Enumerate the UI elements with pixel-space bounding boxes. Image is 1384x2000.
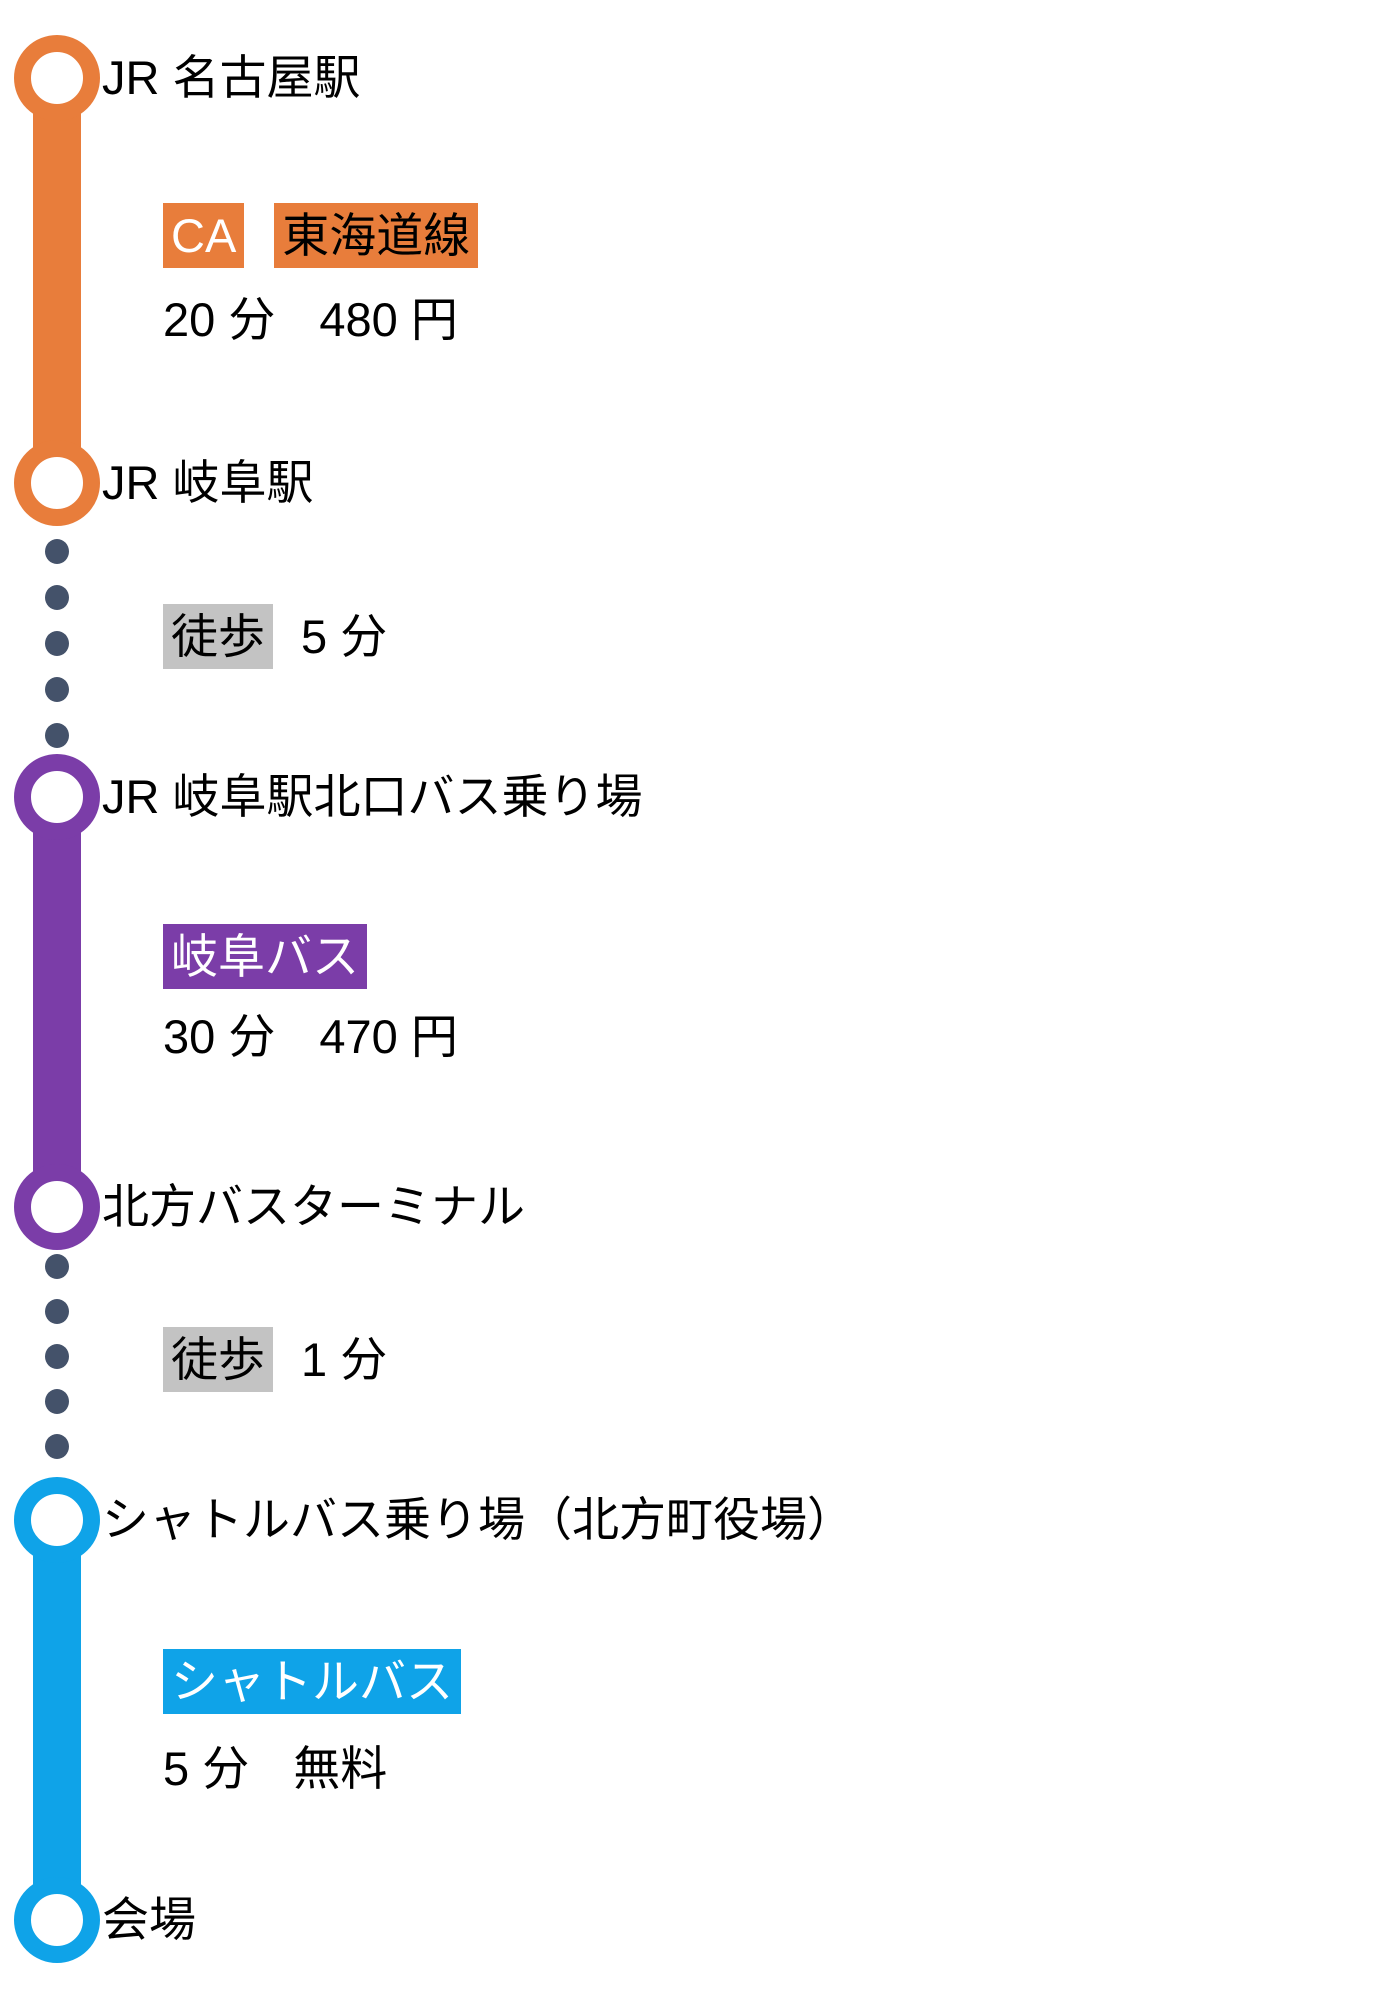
duration-text: 1 分 [301,1333,388,1386]
station-label: JR 岐阜駅 [102,456,314,509]
bus-segment-details: 30 分 470 円 [163,1005,458,1069]
station-marker [14,1877,100,1963]
walk-dot [45,1344,69,1369]
fare-text: 無料 [293,1742,388,1795]
shuttle-segment-details: 5 分 無料 [163,1737,387,1801]
fare-text: 480 円 [319,293,458,346]
bus-name-badge: 岐阜バス [163,924,367,989]
shuttle-segment-badges: シャトルバス [163,1649,461,1714]
walk-segment: 徒歩 1 分 [163,1327,387,1392]
train-segment-badges: CA 東海道線 [163,203,479,268]
station-marker [14,440,100,526]
walk-dot [45,1389,69,1414]
fare-text: 470 円 [319,1010,458,1063]
station-marker [14,754,100,840]
duration-text: 5 分 [163,1742,250,1795]
walk-dot [45,585,69,610]
walk-segment: 徒歩 5 分 [163,604,387,669]
walk-badge: 徒歩 [163,1327,273,1392]
walk-dot [45,539,69,564]
duration-text: 20 分 [163,293,276,346]
station-marker [14,1477,100,1563]
duration-text: 30 分 [163,1010,276,1063]
station-label: JR 名古屋駅 [102,51,361,104]
bus-name-badge: シャトルバス [163,1649,461,1714]
walk-dot [45,1299,69,1324]
duration-text: 5 分 [301,610,388,663]
bus-segment-badges: 岐阜バス [163,924,367,989]
walk-dot [45,1434,69,1459]
station-label: 会場 [102,1893,196,1946]
station-label: シャトルバス乗り場（北方町役場） [102,1493,854,1546]
train-segment-details: 20 分 480 円 [163,288,458,352]
walk-badge: 徒歩 [163,604,273,669]
gifu-bus-line-segment [33,797,81,1207]
walk-dot [45,723,69,748]
station-label: JR 岐阜駅北口バス乗り場 [102,770,643,823]
line-name-badge: 東海道線 [274,203,479,268]
line-code-badge: CA [163,203,245,268]
walk-dot [45,631,69,656]
shuttle-bus-line-segment [33,1520,81,1920]
train-line-segment [33,78,81,483]
walk-dot [45,1254,69,1279]
station-marker [14,1164,100,1250]
station-label: 北方バスターミナル [102,1180,525,1233]
walk-dot [45,677,69,702]
station-marker [14,35,100,121]
